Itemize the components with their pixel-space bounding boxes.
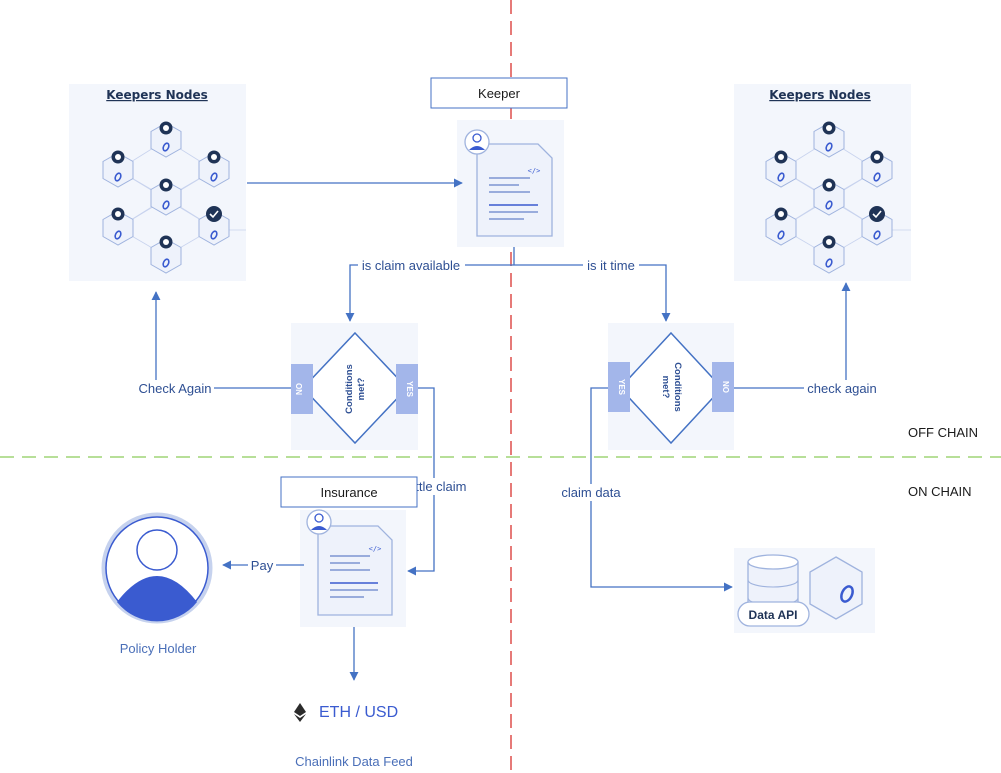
edge-label-check-again-right: check again bbox=[807, 381, 876, 396]
svg-text:</>: </> bbox=[369, 545, 382, 553]
keepers-right-title: Keepers Nodes bbox=[769, 88, 871, 102]
zone-on-chain: ON CHAIN bbox=[908, 484, 972, 499]
keepers-nodes-left: Keepers Nodes bbox=[69, 84, 246, 281]
decision-left-yes: YES bbox=[405, 381, 414, 398]
edge-label-claim-data: claim data bbox=[561, 485, 621, 500]
edge-label-settle-claim: settle claim bbox=[401, 479, 466, 494]
zone-off-chain: OFF CHAIN bbox=[908, 425, 978, 440]
keepers-left-title: Keepers Nodes bbox=[106, 88, 208, 102]
chainlink-feed-caption: Chainlink Data Feed bbox=[295, 754, 413, 769]
decision-left-text2: met? bbox=[356, 377, 367, 400]
keeper-user-icon bbox=[464, 129, 490, 155]
edge-label-check-again-left: Check Again bbox=[139, 381, 212, 396]
decision-right-text2: met? bbox=[660, 376, 671, 399]
insurance-node: Insurance </> bbox=[280, 476, 418, 627]
chainlink-hex-icon bbox=[809, 556, 863, 620]
eth-usd-feed: ETH / USD Chainlink Data Feed bbox=[294, 703, 413, 769]
edge-label-is-claim-available: is claim available bbox=[362, 258, 460, 273]
arrow-check-again-left bbox=[151, 291, 291, 389]
decision-right-yes: YES bbox=[617, 379, 626, 396]
keeper-label-box bbox=[430, 77, 568, 109]
data-api-node: Data API bbox=[734, 548, 875, 633]
insurance-label-box bbox=[280, 476, 418, 508]
arrow-is-it-time bbox=[514, 264, 671, 322]
policy-holder-avatar-icon bbox=[101, 512, 213, 624]
decision-right: YES NO Conditions met? bbox=[608, 323, 734, 450]
arrow-check-again-right bbox=[734, 282, 851, 389]
insurance-label: Insurance bbox=[320, 485, 377, 500]
policy-holder: Policy Holder bbox=[101, 512, 213, 656]
keeper-label: Keeper bbox=[478, 86, 521, 101]
decision-left-text1: Conditions bbox=[344, 364, 355, 414]
edge-label-pay: Pay bbox=[251, 558, 274, 573]
policy-holder-label: Policy Holder bbox=[120, 641, 197, 656]
svg-text:</>: </> bbox=[528, 167, 541, 175]
decision-left: NO YES Conditions met? bbox=[291, 323, 418, 450]
ethereum-icon bbox=[294, 703, 306, 722]
edge-label-is-it-time: is it time bbox=[587, 258, 635, 273]
decision-left-no: NO bbox=[295, 383, 304, 395]
decision-right-no: NO bbox=[721, 381, 730, 393]
keepers-nodes-right: Keepers Nodes bbox=[734, 84, 911, 281]
data-api-label: Data API bbox=[749, 608, 798, 622]
insurance-user-icon bbox=[306, 509, 332, 535]
eth-usd-pair: ETH / USD bbox=[319, 704, 398, 721]
decision-right-text1: Conditions bbox=[672, 362, 683, 412]
keeper-node: Keeper </> bbox=[430, 77, 568, 247]
keeper-document-icon bbox=[476, 143, 553, 237]
